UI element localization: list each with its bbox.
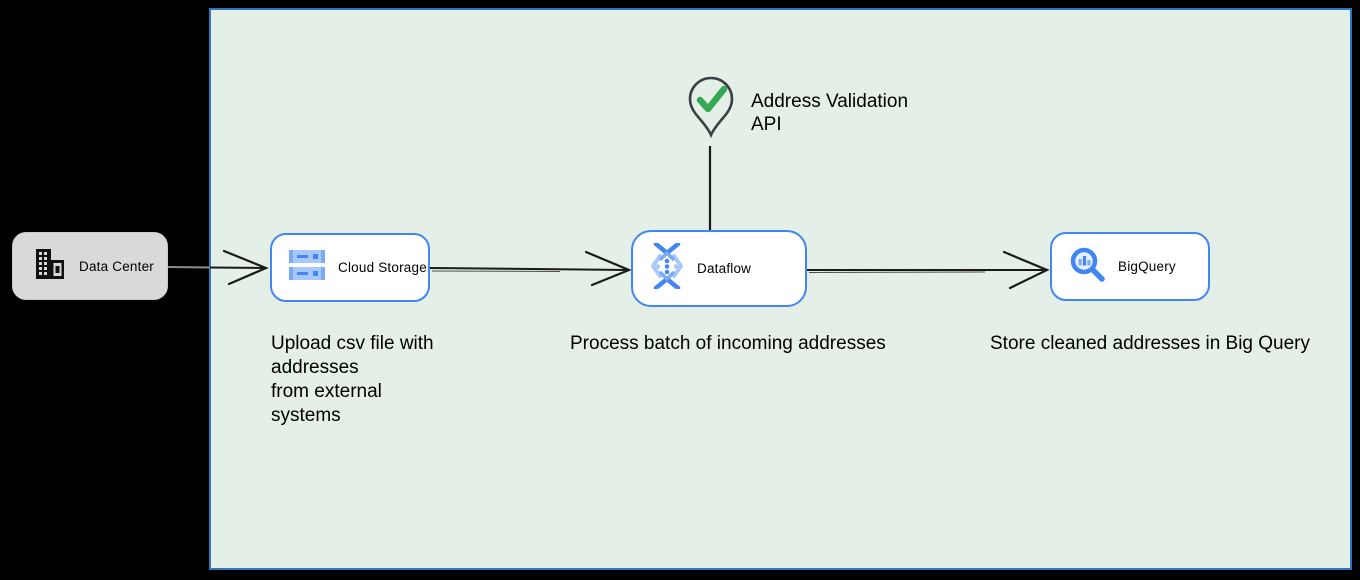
node-bigquery[interactable]: BigQuery (1050, 232, 1210, 301)
node-label: Dataflow (697, 261, 752, 276)
node-cloud-storage[interactable]: Cloud Storage (270, 233, 430, 302)
pin-check-icon (687, 76, 735, 143)
cloud-storage-icon (289, 249, 325, 286)
caption-store-bigquery: Store cleaned addresses in Big Query (990, 333, 1311, 354)
caption-process-batch: Process batch of incoming addresses (570, 333, 886, 354)
node-label: BigQuery (1118, 259, 1176, 274)
node-label: Data Center (79, 258, 154, 274)
dataflow-icon (650, 241, 684, 294)
node-dataflow[interactable]: Dataflow (631, 230, 807, 307)
building-icon (33, 247, 67, 286)
address-validation-label: Address Validation API (751, 91, 909, 135)
bigquery-icon (1069, 246, 1105, 287)
caption-upload-csv: Upload csv file with addresses from exte… (271, 333, 434, 426)
node-data-center[interactable]: Data Center (12, 232, 168, 300)
node-label: Cloud Storage (338, 260, 427, 275)
